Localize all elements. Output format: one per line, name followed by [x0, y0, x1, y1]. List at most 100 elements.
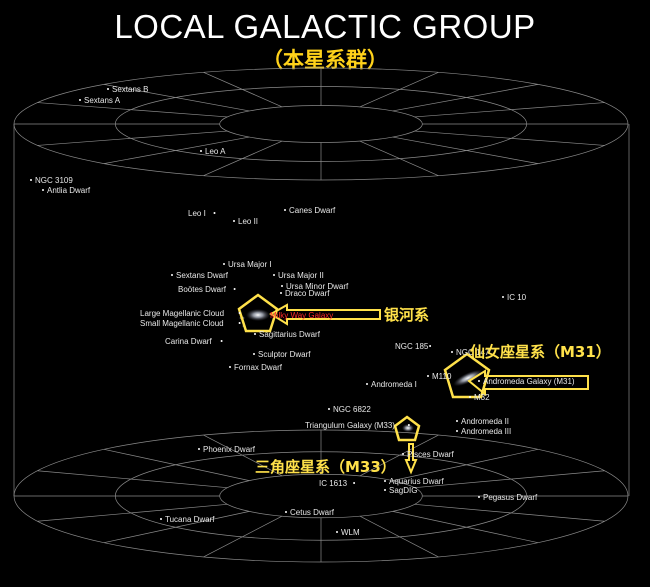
galaxy-dot-m110	[427, 375, 429, 377]
galaxy-dot-pisces-dwarf	[402, 453, 404, 455]
milky-way-callout: 银河系	[384, 306, 429, 324]
galaxy-label-carina-dwarf: Carina Dwarf	[165, 337, 212, 346]
galaxy-dot-andromeda-galaxy-m31	[478, 380, 480, 382]
galaxy-dot-pegasus-dwarf	[478, 496, 480, 498]
top-disc-grid	[13, 67, 629, 181]
triangulum-glow	[402, 424, 414, 432]
galaxy-label-triangulum-galaxy-m33: Triangulum Galaxy (M33)	[305, 421, 395, 430]
milky-way-glow	[246, 309, 270, 321]
galaxy-dot-cetus-dwarf	[285, 511, 287, 513]
galaxy-dots	[30, 88, 504, 533]
galaxy-label-phoenix-dwarf: Phoenix Dwarf	[203, 445, 256, 454]
galaxy-dot-ursa-major-i	[223, 263, 225, 265]
galaxy-label-pegasus-dwarf: Pegasus Dwarf	[483, 493, 538, 502]
galaxy-label-ic-1613: IC 1613	[319, 479, 348, 488]
milky-way-pentagon	[237, 293, 279, 333]
galaxy-label-ursa-minor-dwarf: Ursa Minor Dwarf	[286, 282, 349, 291]
galaxy-label-ngc-3109: NGC 3109	[35, 176, 73, 185]
galaxy-dot-andromeda-iii	[456, 430, 458, 432]
galaxy-dot-ngc-185	[429, 345, 432, 347]
galaxy-dot-draco-dwarf	[280, 292, 282, 294]
andromeda-glow	[453, 369, 483, 387]
galaxy-label-ngc-185: NGC 185	[395, 342, 429, 351]
galaxy-dot-ngc-3109	[30, 179, 32, 181]
galaxy-label-sextans-a: Sextans A	[84, 96, 121, 105]
galaxy-label-tucana-dwarf: Tucana Dwarf	[165, 515, 215, 524]
galaxy-dot-ic-10	[502, 296, 504, 298]
galaxy-label-cetus-dwarf: Cetus Dwarf	[290, 508, 335, 517]
galaxy-dot-aquarius-dwarf	[384, 480, 386, 482]
galaxy-label-ursa-major-i: Ursa Major I	[228, 260, 272, 269]
galaxy-label-sagdig: SagDIG	[389, 486, 417, 495]
galaxy-dot-sagittarius-dwarf	[254, 333, 256, 335]
galaxy-dot-ursa-minor-dwarf	[281, 285, 283, 287]
bottom-disc-grid	[13, 429, 629, 563]
galaxy-label-leo-i: Leo I	[188, 209, 206, 218]
galaxy-label-wlm: WLM	[341, 528, 360, 537]
galaxy-label-andromeda-i: Andromeda I	[371, 380, 417, 389]
callout-arrows	[269, 303, 589, 475]
highlight-markers	[237, 293, 491, 442]
galaxy-dot-m32	[469, 396, 471, 398]
galaxy-label-small-magellanic-cloud: Small Magellanic Cloud	[140, 319, 224, 328]
galaxy-label-andromeda-ii: Andromeda II	[461, 417, 509, 426]
galaxy-label-draco-dwarf: Draco Dwarf	[285, 289, 330, 298]
galaxy-dot-sextans-dwarf	[171, 274, 173, 276]
triangulum-pentagon	[393, 415, 421, 442]
galaxy-dot-andromeda-ii	[456, 420, 458, 422]
galaxy-label-large-magellanic-cloud: Large Magellanic Cloud	[140, 309, 224, 318]
andromeda-callout: 仙女座星系（M31）	[470, 343, 611, 361]
diagram-title: LOCAL GALACTIC GROUP	[114, 8, 536, 45]
galaxy-label-bo-tes-dwarf: Boötes Dwarf	[178, 285, 227, 294]
galaxy-label-ursa-major-ii: Ursa Major II	[278, 271, 324, 280]
galaxy-label-sculptor-dwarf: Sculptor Dwarf	[258, 350, 311, 359]
galaxy-dot-leo-ii	[233, 220, 235, 222]
galaxy-dot-andromeda-i	[366, 383, 368, 385]
galaxy-label-andromeda-iii: Andromeda III	[461, 427, 511, 436]
galaxy-label-aquarius-dwarf: Aquarius Dwarf	[389, 477, 444, 486]
milky-way-arrow	[269, 303, 381, 326]
galaxy-dot-sculptor-dwarf	[253, 353, 255, 355]
andromeda-pentagon	[443, 352, 491, 399]
galaxy-label-ngc-6822: NGC 6822	[333, 405, 371, 414]
galaxy-label-m32: M32	[474, 393, 490, 402]
galaxy-dot-phoenix-dwarf	[198, 448, 200, 450]
galaxy-glows	[239, 309, 483, 432]
galaxy-label-sagittarius-dwarf: Sagittarius Dwarf	[259, 330, 321, 339]
galaxy-dot-leo-a	[200, 150, 202, 152]
galaxy-label-sextans-dwarf: Sextans Dwarf	[176, 271, 229, 280]
galaxy-label-milky-way-galaxy: Milky Way Galaxy	[270, 311, 333, 320]
triangulum-arrow	[404, 443, 418, 475]
galaxy-dot-carina-dwarf	[220, 340, 223, 342]
galaxy-dot-tucana-dwarf	[160, 518, 162, 520]
galaxy-dot-triangulum-galaxy-m33	[407, 424, 410, 426]
galaxy-label-leo-a: Leo A	[205, 147, 226, 156]
galaxy-label-m110: M110	[432, 372, 452, 381]
galaxy-label-sextans-b: Sextans B	[112, 85, 148, 94]
galaxy-dot-small-magellanic-cloud	[238, 322, 241, 324]
cylinder-frame	[13, 67, 630, 563]
galaxy-label-canes-dwarf: Canes Dwarf	[289, 206, 336, 215]
galaxy-dot-wlm	[336, 531, 338, 533]
galaxy-label-pisces-dwarf: Pisces Dwarf	[407, 450, 454, 459]
galaxy-label-ic-10: IC 10	[507, 293, 527, 302]
galaxy-dot-leo-i	[213, 212, 216, 214]
galaxy-label-andromeda-galaxy-m31: Andromeda Galaxy (M31)	[483, 377, 575, 386]
galaxy-label-ngc-147: NGC 147	[456, 348, 490, 357]
galaxy-dot-ngc-147	[451, 351, 453, 353]
galaxy-label-antlia-dwarf: Antlia Dwarf	[47, 186, 91, 195]
galaxy-dot-large-magellanic-cloud	[238, 312, 241, 314]
galaxy-dot-bo-tes-dwarf	[233, 288, 236, 290]
triangulum-callout: 三角座星系（M33）	[255, 458, 396, 476]
chinese-callouts: 银河系 仙女座星系（M31） 三角座星系（M33）	[255, 306, 611, 476]
galaxy-dot-ngc-6822	[328, 408, 330, 410]
galaxy-dot-ic-1613	[353, 482, 356, 484]
galaxy-label-fornax-dwarf: Fornax Dwarf	[234, 363, 283, 372]
galaxy-dot-sextans-b	[107, 88, 109, 90]
andromeda-arrow	[467, 369, 589, 397]
galaxy-dot-fornax-dwarf	[229, 366, 231, 368]
galaxy-dot-antlia-dwarf	[42, 189, 44, 191]
